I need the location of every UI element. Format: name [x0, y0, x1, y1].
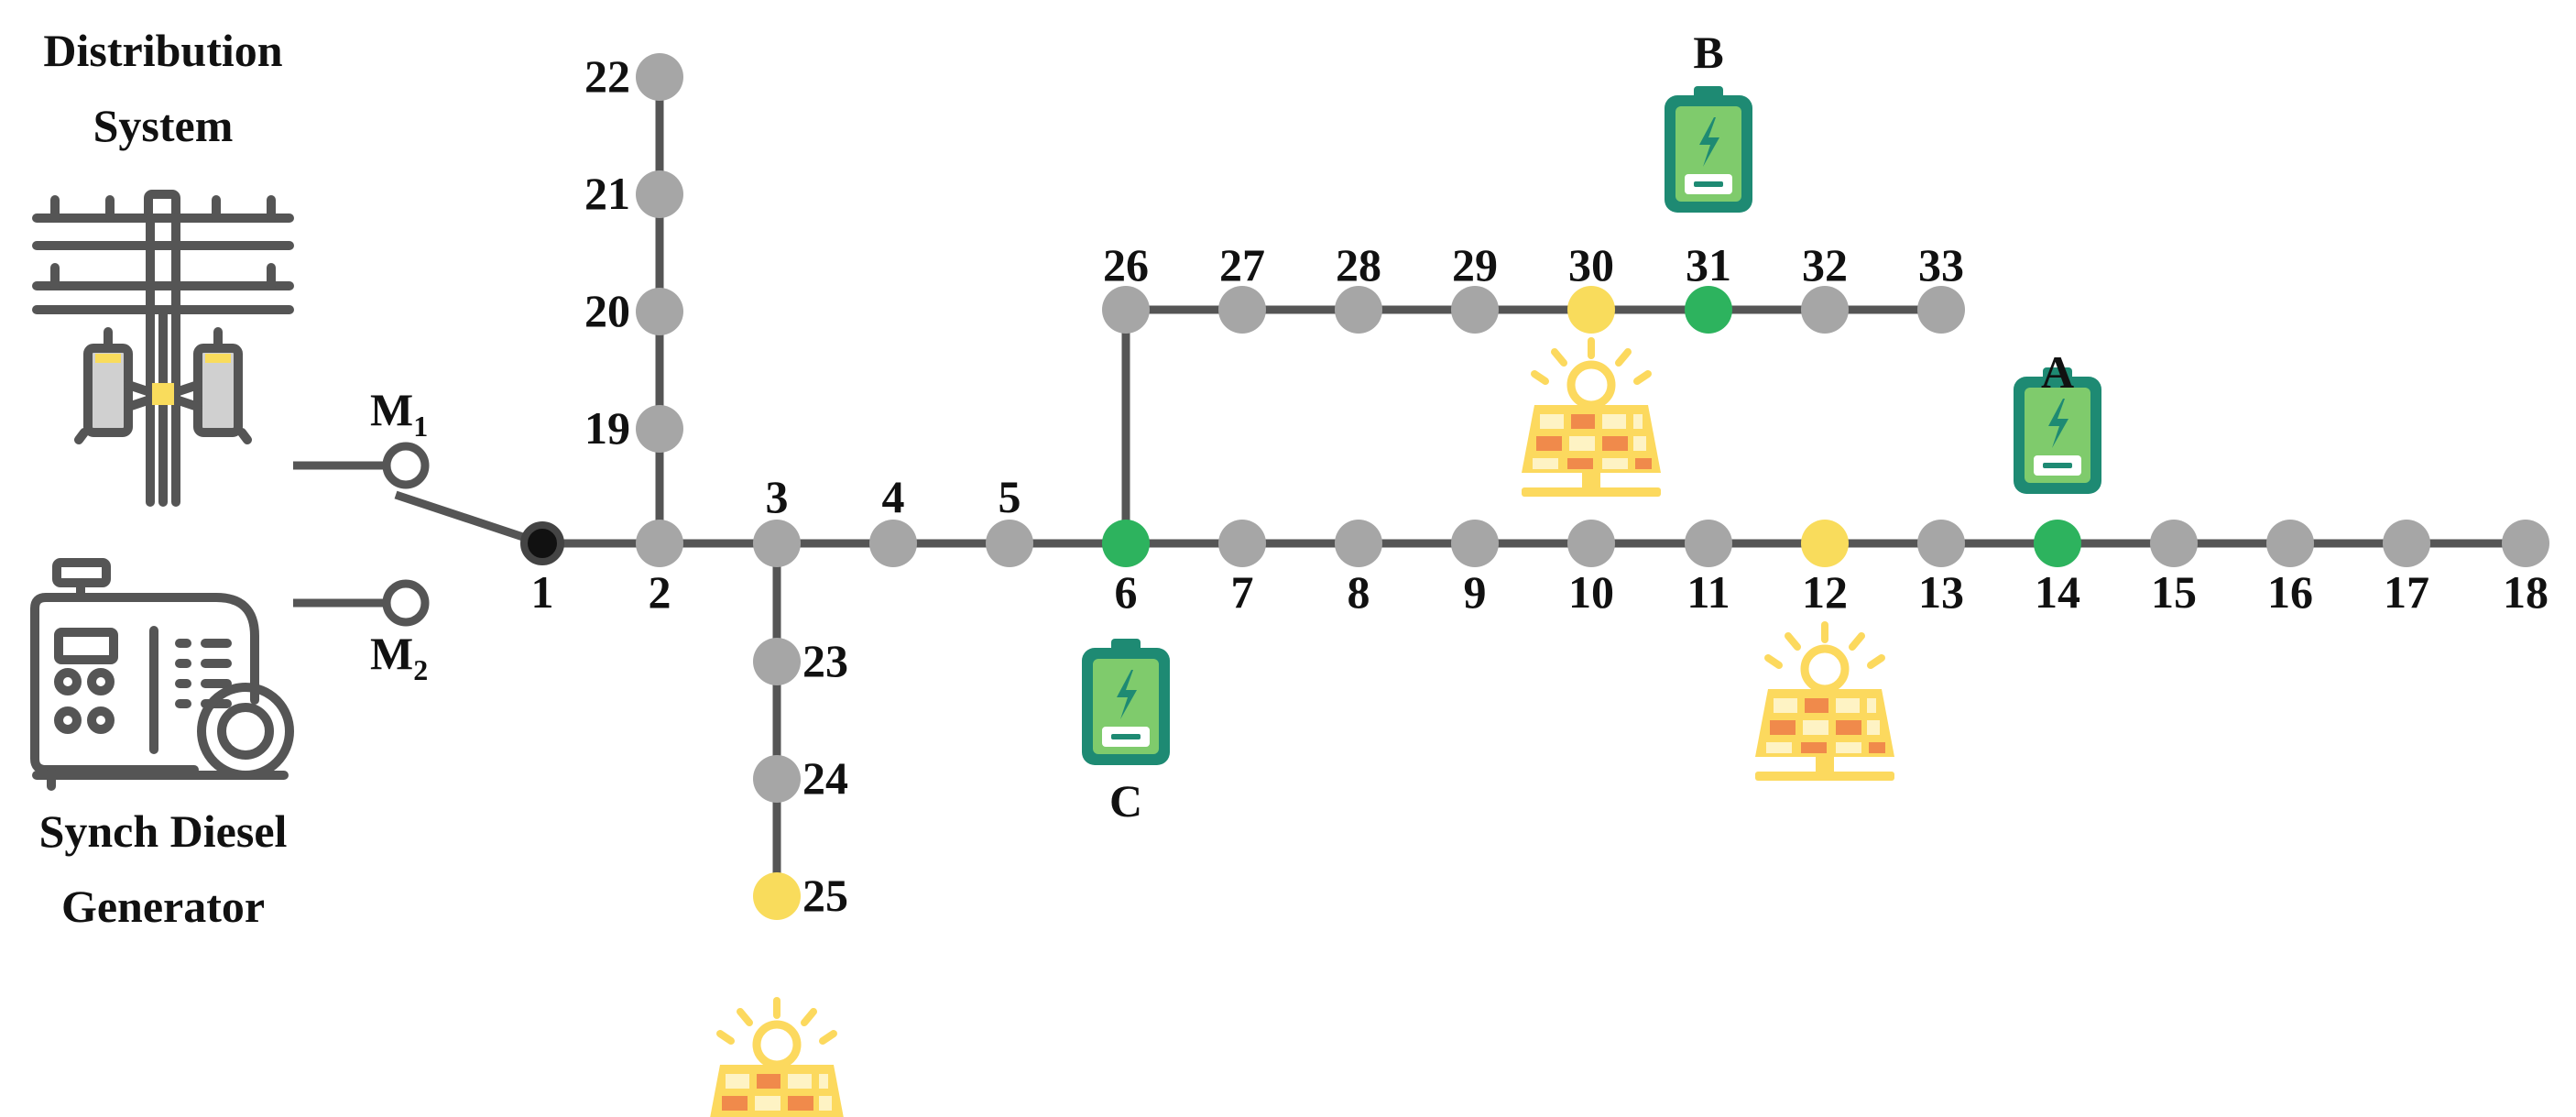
switch-m2-contact	[382, 579, 430, 627]
battery-icon	[1665, 86, 1752, 213]
switch-m1-label: M1	[370, 384, 428, 443]
bus-node-18	[2502, 520, 2549, 567]
switch-m1-contact	[382, 442, 430, 489]
bus-label-24: 24	[802, 752, 848, 804]
bus-node-11	[1685, 520, 1732, 567]
diesel-generator-icon	[30, 558, 294, 791]
bus-label-30: 30	[1568, 239, 1614, 290]
bus-label-1: 1	[531, 566, 554, 618]
bus-node-28	[1335, 286, 1382, 334]
switch-m2-label: M2	[370, 628, 428, 686]
bus-node-7	[1218, 520, 1266, 567]
bus-label-27: 27	[1219, 239, 1265, 290]
bus-label-17: 17	[2384, 566, 2429, 618]
distribution-system-title: Distribution System	[43, 25, 282, 151]
bus-label-31: 31	[1686, 239, 1731, 290]
battery-label: C	[1109, 775, 1142, 827]
diesel-generator-title: Synch Diesel Generator	[39, 805, 288, 932]
bus-node-21	[636, 170, 683, 218]
bus-label-19: 19	[584, 402, 630, 454]
bus-node-17	[2383, 520, 2430, 567]
bus-node-12	[1801, 520, 1849, 567]
svg-text:System: System	[93, 100, 234, 151]
solar-panel-icon	[1755, 625, 1894, 781]
bus-label-23: 23	[802, 635, 848, 686]
bus-label-26: 26	[1103, 239, 1149, 290]
bus-node-13	[1917, 520, 1965, 567]
bus-node-31	[1685, 286, 1732, 334]
switch-m2: M2	[293, 579, 430, 686]
bus-node-1	[520, 521, 564, 565]
bus-node-23	[753, 638, 801, 685]
bus-label-9: 9	[1464, 566, 1487, 618]
bus-node-16	[2266, 520, 2314, 567]
bus-label-25: 25	[802, 870, 848, 921]
bus-node-5	[986, 520, 1033, 567]
bus-node-4	[869, 520, 917, 567]
bus-label-6: 6	[1115, 566, 1138, 618]
bus-label-10: 10	[1568, 566, 1614, 618]
solar-panel-icon	[1522, 341, 1661, 497]
bus-label-21: 21	[584, 168, 630, 219]
battery-icons: A B C	[1082, 27, 2101, 827]
bus-node-30	[1567, 286, 1615, 334]
bus-label-18: 18	[2503, 566, 2549, 618]
bus-node-26	[1102, 286, 1150, 334]
bus-label-12: 12	[1802, 566, 1848, 618]
battery-label: B	[1693, 27, 1723, 78]
pv-icons	[707, 341, 1894, 1117]
bus-node-6	[1102, 520, 1150, 567]
bus-label-5: 5	[999, 471, 1021, 522]
bus-label-7: 7	[1231, 566, 1254, 618]
bus-label-32: 32	[1802, 239, 1848, 290]
bus-label-13: 13	[1918, 566, 1964, 618]
bus-node-20	[636, 288, 683, 335]
bus-label-22: 22	[584, 50, 630, 102]
bus-label-11: 11	[1686, 566, 1730, 618]
bus-nodes	[520, 53, 2549, 920]
bus-label-2: 2	[649, 566, 671, 618]
bus-label-16: 16	[2267, 566, 2313, 618]
bus-node-2	[636, 520, 683, 567]
bus-node-33	[1917, 286, 1965, 334]
svg-text:Generator: Generator	[61, 881, 265, 932]
bus-node-8	[1335, 520, 1382, 567]
bus-node-3	[753, 520, 801, 567]
bus-label-4: 4	[882, 471, 905, 522]
bus-label-15: 15	[2151, 566, 2197, 618]
bus-node-19	[636, 405, 683, 453]
bus-node-9	[1451, 520, 1499, 567]
svg-text:Distribution: Distribution	[43, 25, 282, 76]
bus-label-20: 20	[584, 285, 630, 336]
bus-node-32	[1801, 286, 1849, 334]
battery-icon	[1082, 639, 1170, 765]
bus-node-24	[753, 755, 801, 803]
bus-label-28: 28	[1336, 239, 1381, 290]
bus-label-29: 29	[1452, 239, 1498, 290]
bus-node-27	[1218, 286, 1266, 334]
bus-label-33: 33	[1918, 239, 1964, 290]
bus-label-8: 8	[1348, 566, 1370, 618]
bus-node-29	[1451, 286, 1499, 334]
battery-label: A	[2041, 346, 2074, 398]
bus-node-14	[2034, 520, 2081, 567]
bus-node-15	[2150, 520, 2198, 567]
bus-node-22	[636, 53, 683, 101]
bus-node-10	[1567, 520, 1615, 567]
bus-label-3: 3	[766, 471, 789, 522]
bus-label-14: 14	[2035, 566, 2080, 618]
switch-m1: M1	[293, 384, 544, 548]
bus-node-25	[753, 872, 801, 920]
solar-panel-icon	[707, 1001, 846, 1117]
power-pole-icon	[32, 190, 294, 507]
svg-text:Synch Diesel: Synch Diesel	[39, 805, 288, 857]
switch-blade	[394, 490, 544, 548]
